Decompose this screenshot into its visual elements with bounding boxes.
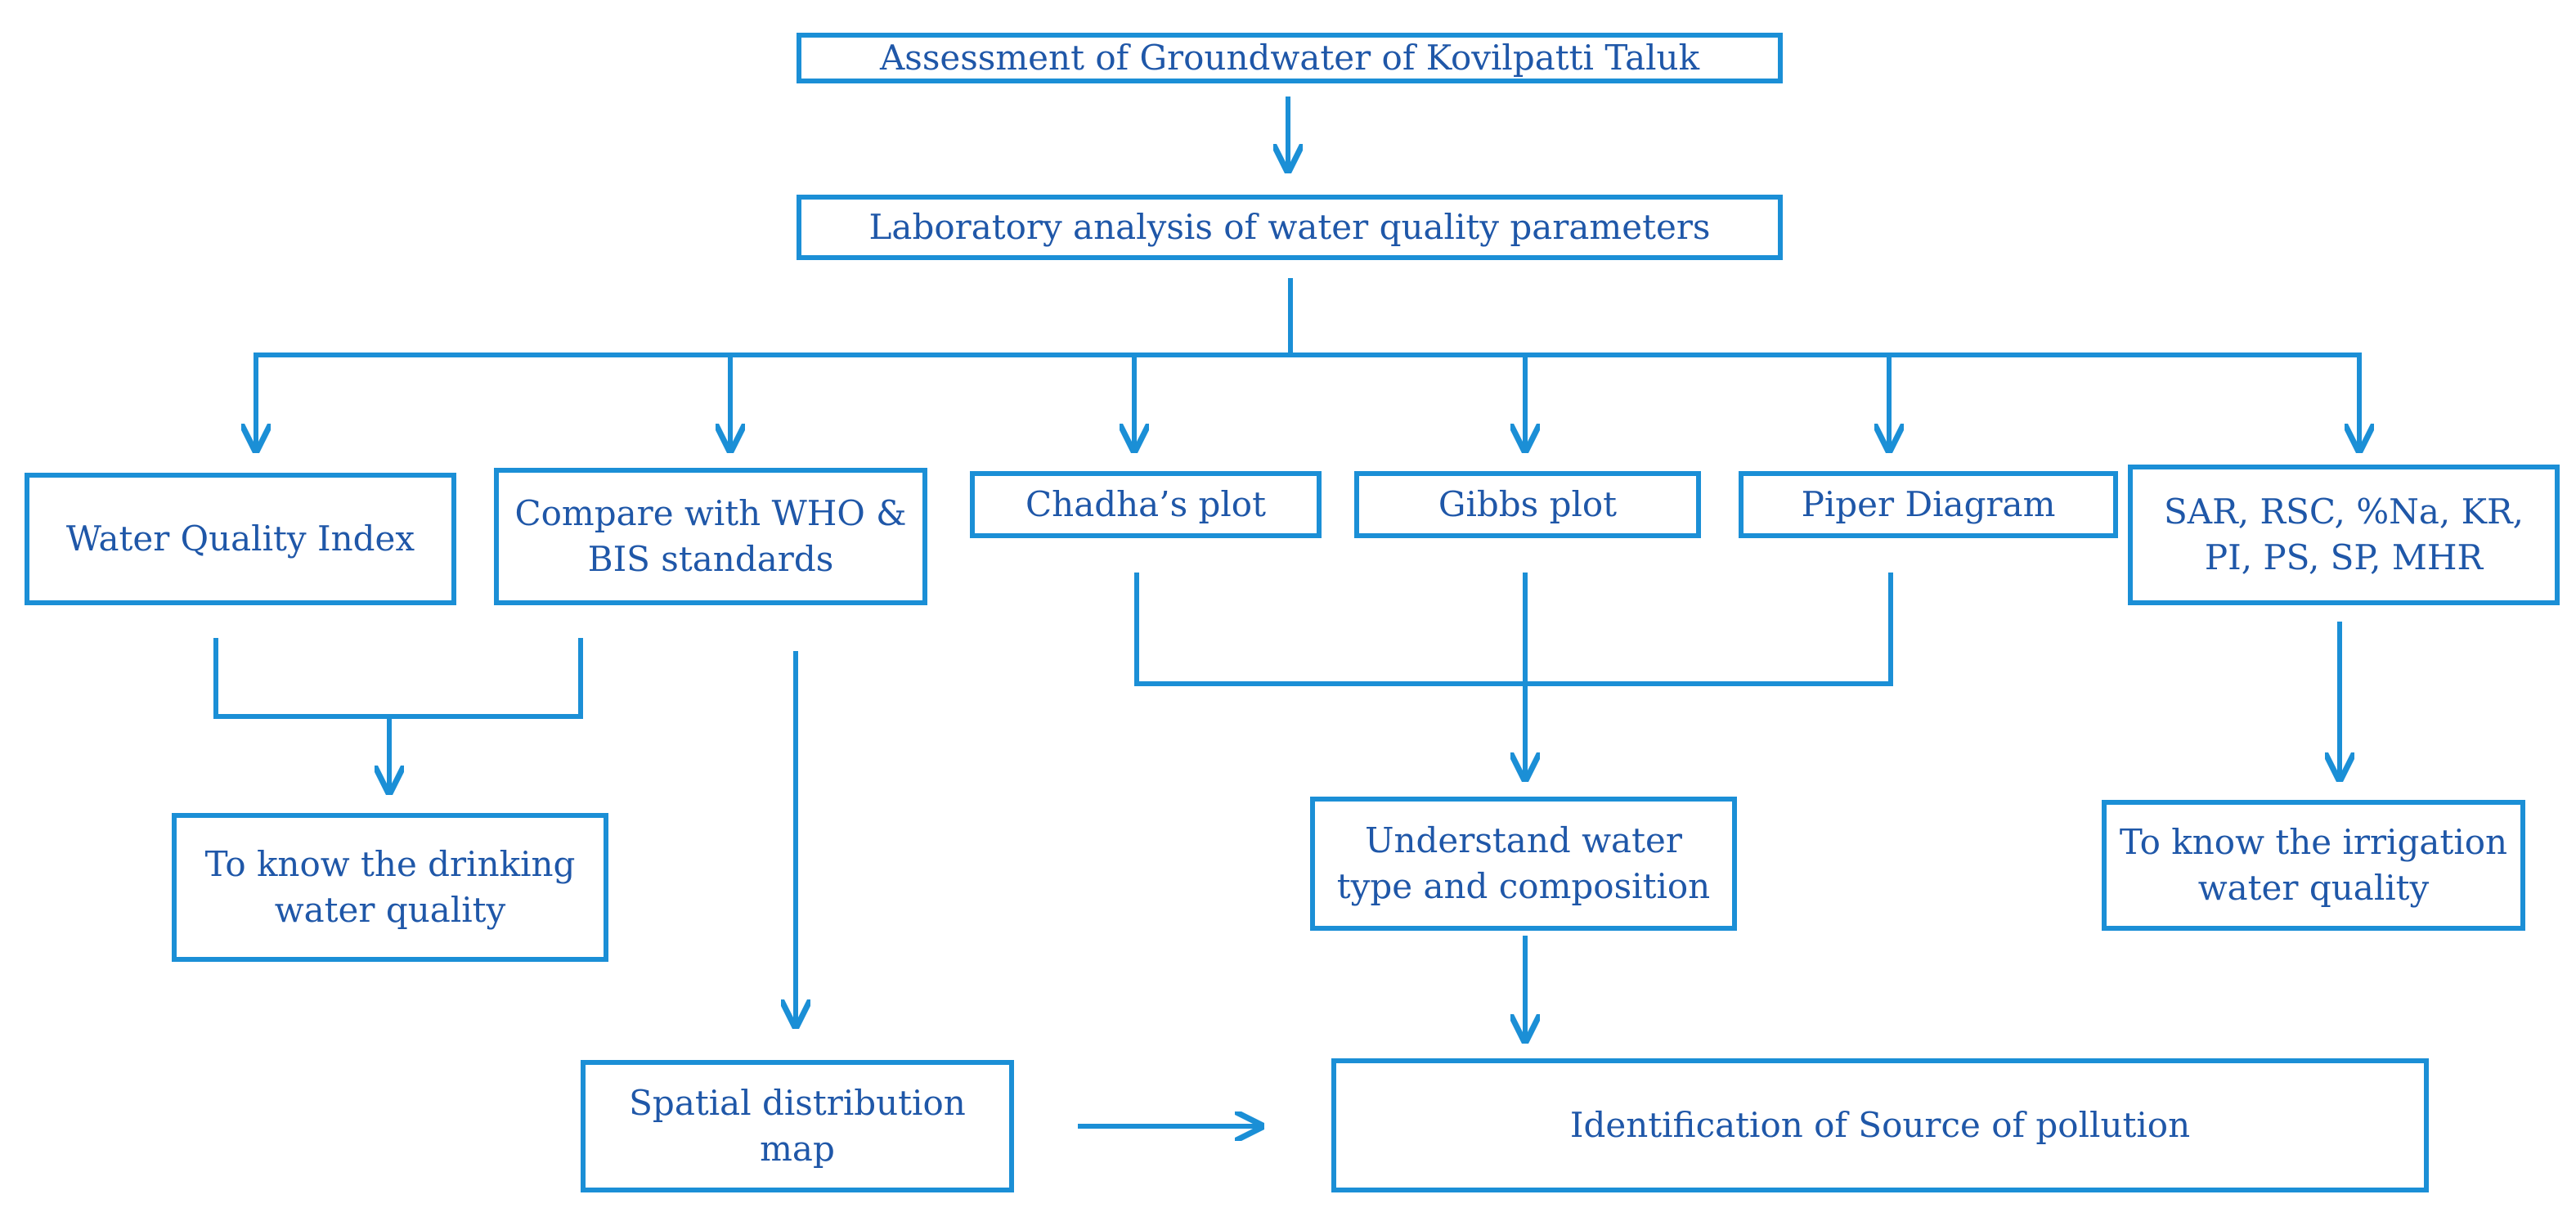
- node-water-type-composition: Understand water type and composition: [1310, 797, 1737, 931]
- connector-wqi-compare-merge: [213, 638, 583, 719]
- node-lab-analysis: Laboratory analysis of water quality par…: [797, 195, 1783, 260]
- node-chadha-plot: Chadha’s plot: [970, 471, 1322, 538]
- node-irrigation-water-quality: To know the irrigation water quality: [2102, 800, 2525, 931]
- node-compare-standards: Compare with WHO & BIS standards: [494, 468, 927, 605]
- node-spatial-distribution-map: Spatial distribution map: [581, 1060, 1014, 1192]
- node-pollution-source: Identification of Source of pollution: [1331, 1058, 2429, 1192]
- node-gibbs-plot: Gibbs plot: [1354, 471, 1701, 538]
- node-water-quality-index: Water Quality Index: [25, 473, 456, 605]
- node-assessment: Assessment of Groundwater of Kovilpatti …: [797, 33, 1783, 83]
- node-drinking-water-quality: To know the drinking water quality: [172, 813, 608, 962]
- node-irrigation-indices: SAR, RSC, %Na, KR, PI, PS, SP, MHR: [2128, 465, 2560, 605]
- connector-plots-merge: [1134, 573, 1893, 686]
- node-piper-diagram: Piper Diagram: [1739, 471, 2118, 538]
